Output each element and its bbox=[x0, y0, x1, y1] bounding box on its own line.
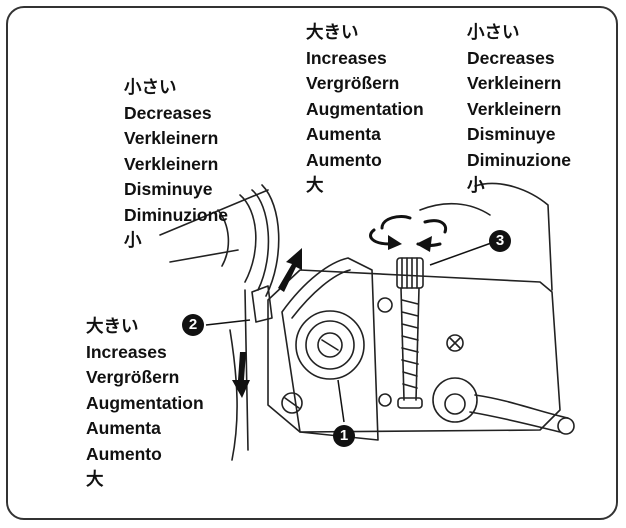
label-line: 大 bbox=[86, 469, 104, 489]
label-line: Increases bbox=[306, 47, 387, 68]
label-top-right: 小さい Decreases Verkleinern Verkleinern Di… bbox=[467, 20, 571, 199]
movement-arrows bbox=[232, 248, 302, 398]
label-line: Disminuye bbox=[467, 124, 556, 144]
arrow-head bbox=[388, 235, 402, 250]
label-line: Diminuzione bbox=[467, 149, 572, 170]
label-line: 小さい bbox=[467, 22, 520, 42]
label-line: Augmentation bbox=[306, 98, 424, 119]
label-line: Verkleinern bbox=[124, 128, 219, 148]
label-line: Disminuye bbox=[124, 179, 213, 199]
housing-edge bbox=[474, 182, 553, 291]
callout-3-leader bbox=[429, 241, 495, 266]
label-line: Aumento bbox=[86, 443, 162, 464]
label-line: 大きい bbox=[306, 22, 359, 42]
label-line: Vergrößern bbox=[86, 367, 180, 387]
adjusting-screw bbox=[396, 257, 424, 289]
label-lower-left: 大きい Increases Vergrößern Augmentation Au… bbox=[86, 314, 204, 493]
label-line: Aumenta bbox=[306, 124, 381, 144]
figure-frame bbox=[6, 6, 618, 520]
label-line: Increases bbox=[86, 341, 167, 362]
label-line: Diminuzione bbox=[124, 204, 229, 225]
tension-disc bbox=[295, 310, 365, 380]
label-top-middle: 大きい Increases Vergrößern Augmentation Au… bbox=[306, 20, 424, 199]
label-line: Verkleinern bbox=[467, 98, 562, 119]
label-line: 大きい bbox=[86, 316, 139, 336]
tension-knob bbox=[432, 377, 478, 423]
label-upper-left: 小さい Decreases Verkleinern Verkleinern Di… bbox=[124, 75, 228, 254]
label-line: Decreases bbox=[124, 102, 212, 123]
label-line: 小 bbox=[467, 175, 485, 195]
callout-1-leader bbox=[337, 379, 345, 423]
callout-2-leader bbox=[205, 319, 251, 326]
label-line: 小 bbox=[124, 230, 142, 250]
label-line: Augmentation bbox=[86, 392, 204, 413]
label-line: Aumenta bbox=[86, 418, 161, 438]
callout-3: 3 bbox=[489, 230, 511, 252]
screw bbox=[281, 392, 303, 414]
callout-2: 2 bbox=[182, 314, 204, 336]
base-plate bbox=[267, 269, 561, 433]
guide-plate bbox=[281, 257, 379, 441]
lower-housing bbox=[229, 329, 238, 461]
label-line: Verkleinern bbox=[124, 153, 219, 174]
label-line: Vergrößern bbox=[306, 73, 400, 93]
label-line: Decreases bbox=[467, 47, 555, 68]
label-line: Verkleinern bbox=[467, 73, 562, 93]
rotation-arrows bbox=[369, 214, 448, 247]
callout-1: 1 bbox=[333, 425, 355, 447]
label-line: Aumento bbox=[306, 149, 382, 170]
label-line: 大 bbox=[306, 175, 324, 195]
label-line: 小さい bbox=[124, 77, 177, 97]
